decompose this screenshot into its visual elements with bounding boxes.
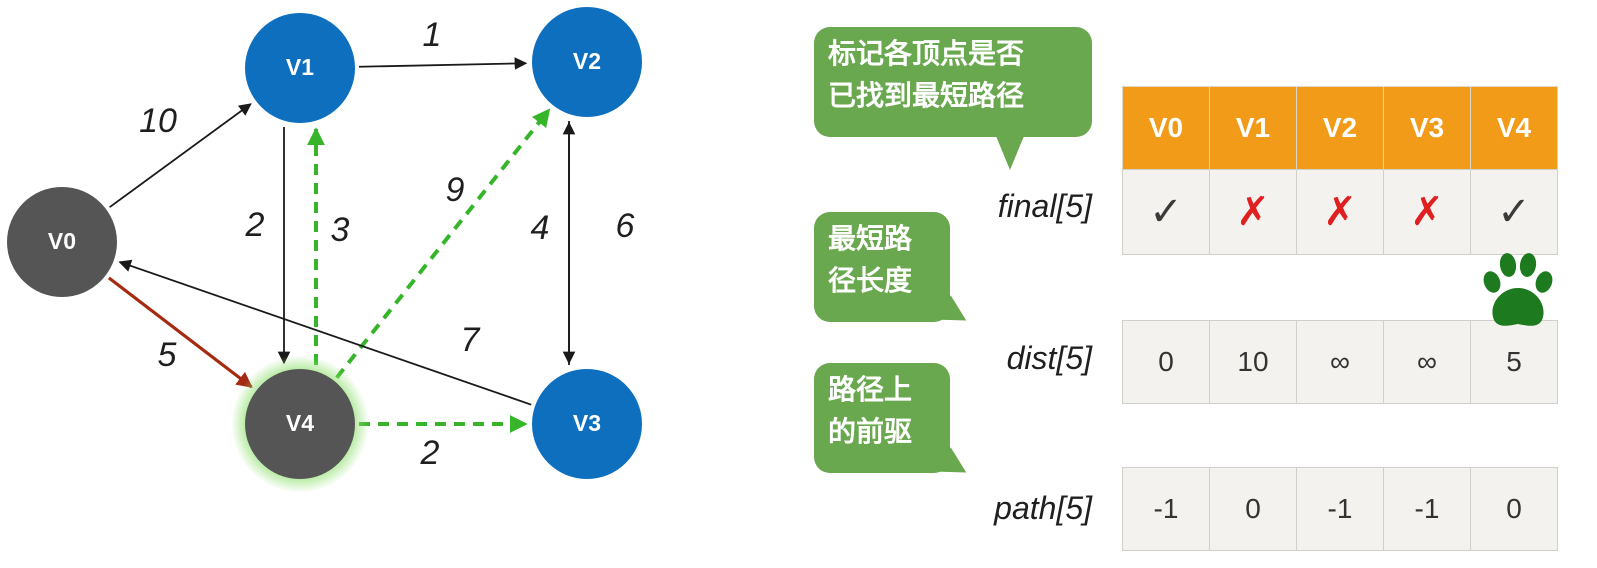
node-v4	[245, 369, 355, 479]
header-cell-v3: V3	[1383, 86, 1471, 170]
edge-weight-v4-v1: 3	[331, 211, 350, 249]
path-cell-v2: -1	[1296, 467, 1384, 551]
node-v2	[532, 7, 642, 117]
cross-icon: ✗	[1410, 190, 1444, 234]
callout-final: 标记各顶点是否 已找到最短路径	[814, 27, 1092, 137]
callout-path: 路径上 的前驱	[814, 363, 950, 473]
header-cell-v2: V2	[1296, 86, 1384, 170]
path-cell-v1: 0	[1209, 467, 1297, 551]
header-cell-v0: V0	[1122, 86, 1210, 170]
edge-v0-v1	[109, 103, 252, 208]
node-label-v2: V2	[573, 48, 601, 74]
edge-weight-v4-v3: 2	[420, 434, 440, 472]
check-icon: ✓	[1497, 190, 1531, 234]
dist-cell-v3: ∞	[1383, 320, 1471, 404]
edge-v3-v0	[118, 259, 532, 406]
path-array-label: path[5]	[994, 490, 1092, 526]
callout-final-tail	[996, 136, 1024, 170]
edge-weight-v1-v2: 1	[423, 16, 442, 54]
callout-dist-line2: 径长度	[828, 264, 913, 297]
node-v1	[245, 13, 355, 123]
cross-icon: ✗	[1236, 190, 1270, 234]
edge-v4-v2	[335, 108, 551, 380]
node-v0	[7, 187, 117, 297]
path-row: -1 0 -1 -1 0	[1122, 467, 1558, 551]
final-array-label: final[5]	[997, 188, 1092, 224]
callout-final-line1: 标记各顶点是否	[828, 37, 1025, 70]
dist-cell-v2: ∞	[1296, 320, 1384, 404]
edge-weight-v2-v3: 4	[531, 209, 550, 247]
dist-cell-v0: 0	[1122, 320, 1210, 404]
check-icon: ✓	[1149, 190, 1183, 234]
final-cell-v0: ✓	[1122, 169, 1210, 255]
edge-weight-v1-v4: 2	[245, 206, 265, 244]
callout-path-line2: 的前驱	[828, 415, 913, 448]
edge-v1-v2	[358, 57, 528, 70]
path-cell-v4: 0	[1470, 467, 1558, 551]
dist-cell-v1: 10	[1209, 320, 1297, 404]
callout-dist: 最短路 径长度	[814, 212, 950, 322]
cross-icon: ✗	[1323, 190, 1357, 234]
header-cell-v1: V1	[1209, 86, 1297, 170]
node-label-v4: V4	[286, 410, 314, 436]
node-label-v0: V0	[48, 228, 76, 254]
callout-dist-line1: 最短路	[828, 222, 913, 255]
header-cell-v4: V4	[1470, 86, 1558, 170]
node-label-v1: V1	[286, 54, 314, 80]
final-cell-v2: ✗	[1296, 169, 1384, 255]
edge-weight-v0-v1: 10	[139, 102, 177, 140]
dist-row: 0 10 ∞ ∞ 5	[1122, 320, 1558, 404]
dist-cell-v4: 5	[1470, 320, 1558, 404]
final-cell-v4: ✓	[1470, 169, 1558, 255]
callout-final-line2: 已找到最短路径	[828, 79, 1025, 112]
edge-weight-v0-v4: 5	[158, 336, 177, 374]
final-cell-v1: ✗	[1209, 169, 1297, 255]
path-cell-v3: -1	[1383, 467, 1471, 551]
edge-weight-v3-v2: 6	[616, 207, 635, 245]
edge-weight-v3-v0: 7	[461, 321, 481, 359]
callout-path-line1: 路径上	[828, 373, 913, 406]
final-row: ✓ ✗ ✗ ✗ ✓	[1122, 169, 1558, 255]
node-label-v3: V3	[573, 410, 601, 436]
table-header-row: V0 V1 V2 V3 V4	[1122, 86, 1558, 170]
dist-array-label: dist[5]	[1006, 340, 1092, 376]
path-cell-v0: -1	[1122, 467, 1210, 551]
paw-print-icon	[1483, 253, 1553, 326]
final-cell-v3: ✗	[1383, 169, 1471, 255]
edge-v0-v4	[107, 276, 253, 389]
edge-weight-v4-v2: 9	[446, 171, 465, 209]
node-v3	[532, 369, 642, 479]
